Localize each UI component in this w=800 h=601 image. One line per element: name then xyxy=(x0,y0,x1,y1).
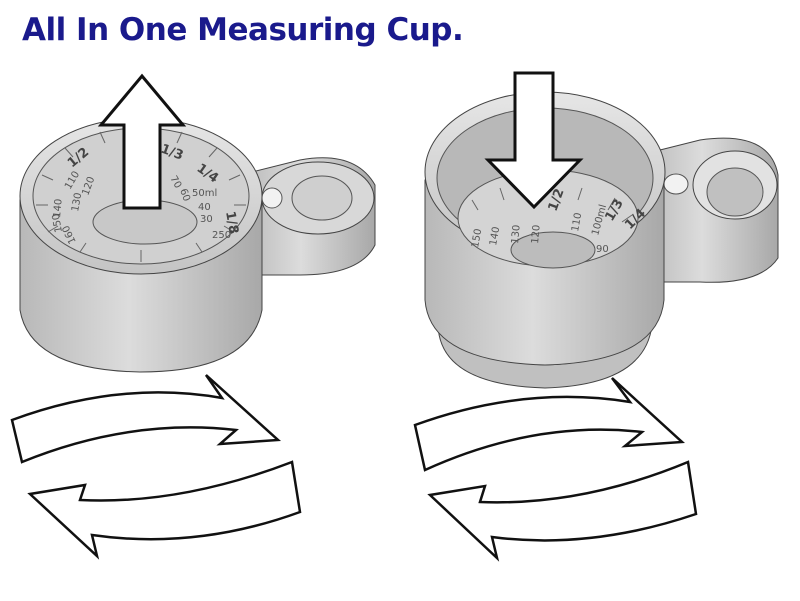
dial-mark: 130 xyxy=(510,224,523,244)
right-cup: 150 140 130 120 110 100ml 90 1/2 1/3 1/4 xyxy=(424,71,779,389)
left-cup-tab xyxy=(239,157,376,276)
dial-mark: 30 xyxy=(200,214,213,225)
left-cup: 1/2 1/3 1/4 110 120 130 140 150 160 70 6… xyxy=(19,73,376,373)
dial-mark: 50ml xyxy=(192,188,217,199)
dial-mark: 60 xyxy=(177,187,192,203)
dial-mark: 130 xyxy=(70,192,84,213)
rotate-arrows-right-icon xyxy=(413,377,698,562)
dial-mark: 40 xyxy=(198,202,211,213)
dial-mark: 110 xyxy=(570,212,584,233)
dial-mark: 150 xyxy=(470,228,484,249)
dial-mark: 1/3 xyxy=(159,142,186,164)
dial-mark: 250 xyxy=(212,230,231,241)
dial-mark: 140 xyxy=(52,198,65,218)
dial-mark: 90 xyxy=(596,244,609,255)
up-arrow-icon xyxy=(97,73,187,210)
page-title: All In One Measuring Cup. xyxy=(22,12,464,48)
down-arrow-icon xyxy=(484,71,584,210)
dial-mark: 120 xyxy=(530,224,543,244)
rotate-arrows-left-icon xyxy=(10,374,302,560)
dial-mark: 1/2 xyxy=(546,187,568,214)
dial-mark: 140 xyxy=(488,226,502,247)
dial-mark: 150 xyxy=(51,213,65,234)
right-cup-tab xyxy=(639,137,779,283)
dial-mark: 1/8 xyxy=(222,210,241,235)
